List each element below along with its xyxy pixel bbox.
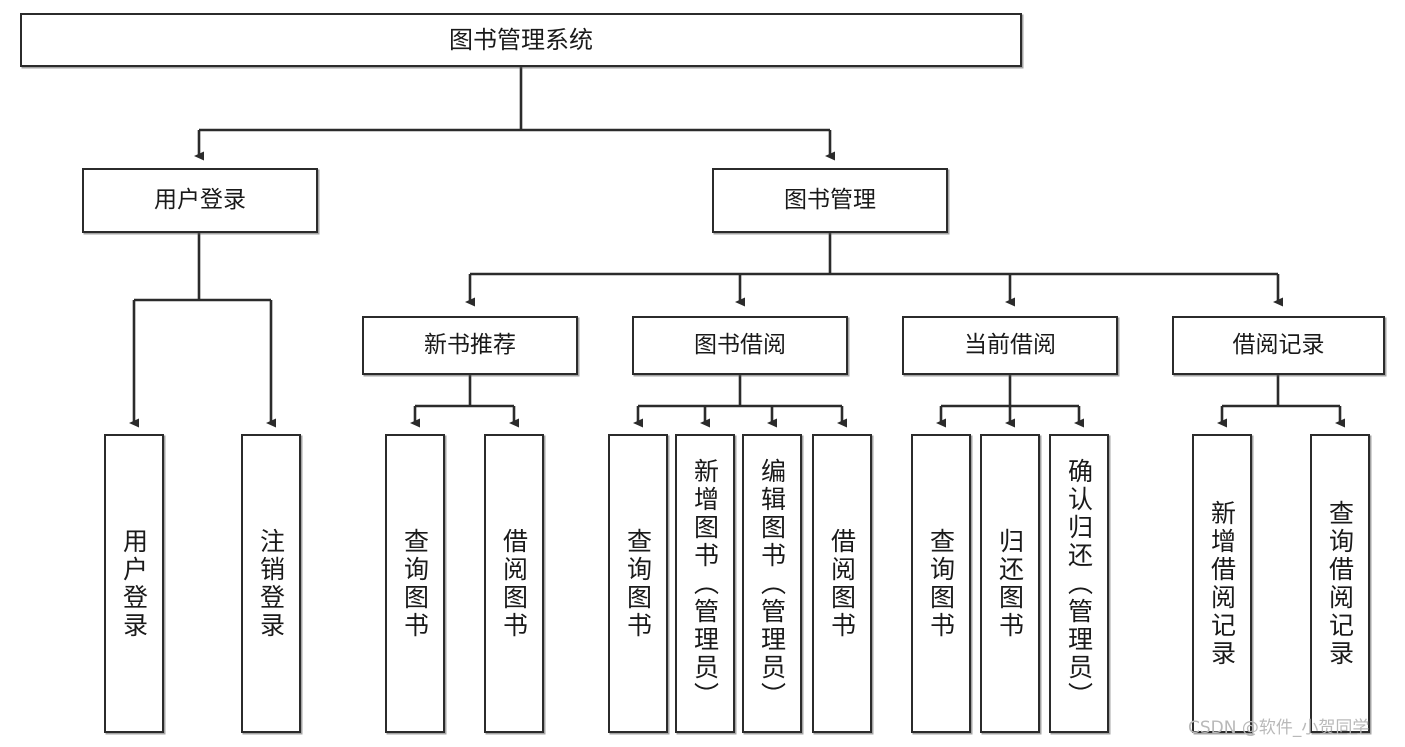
node-label: 确认归还（管理员） bbox=[1064, 457, 1094, 710]
node-new-book-recommend[interactable]: 新书推荐 bbox=[362, 316, 578, 375]
leaf-new-book-borrow[interactable]: 借阅图书 bbox=[484, 434, 544, 733]
node-label: 图书管理系统 bbox=[449, 25, 593, 54]
node-label: 图书借阅 bbox=[694, 331, 786, 358]
leaf-new-book-query[interactable]: 查询图书 bbox=[385, 434, 445, 733]
node-current-borrow[interactable]: 当前借阅 bbox=[902, 316, 1118, 375]
node-label: 查询借阅记录 bbox=[1325, 499, 1355, 668]
node-label: 图书管理 bbox=[784, 186, 876, 213]
leaf-current-query-book[interactable]: 查询图书 bbox=[911, 434, 971, 733]
node-label: 用户登录 bbox=[119, 527, 149, 640]
leaf-borrow-query-book[interactable]: 查询图书 bbox=[608, 434, 668, 733]
node-label: 查询图书 bbox=[400, 527, 430, 640]
leaf-current-confirm-return[interactable]: 确认归还（管理员） bbox=[1049, 434, 1109, 733]
leaf-current-return-book[interactable]: 归还图书 bbox=[980, 434, 1040, 733]
node-label: 归还图书 bbox=[995, 527, 1025, 640]
node-label: 当前借阅 bbox=[964, 331, 1056, 358]
leaf-borrow-add-book[interactable]: 新增图书（管理员） bbox=[675, 434, 735, 733]
node-label: 新增图书（管理员） bbox=[690, 457, 720, 710]
node-label: 借阅记录 bbox=[1232, 331, 1325, 358]
node-label: 查询图书 bbox=[623, 527, 653, 640]
node-label: 编辑图书（管理员） bbox=[757, 457, 787, 710]
leaf-record-query-record[interactable]: 查询借阅记录 bbox=[1310, 434, 1370, 733]
leaf-user-login-login[interactable]: 用户登录 bbox=[104, 434, 164, 733]
node-label: 新增借阅记录 bbox=[1207, 499, 1237, 668]
leaf-record-add-record[interactable]: 新增借阅记录 bbox=[1192, 434, 1252, 733]
node-root[interactable]: 图书管理系统 bbox=[20, 13, 1022, 67]
watermark: CSDN @软件_小贺同学 bbox=[1188, 718, 1370, 738]
node-borrow-record[interactable]: 借阅记录 bbox=[1172, 316, 1385, 375]
node-label: 借阅图书 bbox=[827, 527, 857, 640]
node-label: 借阅图书 bbox=[499, 527, 529, 640]
node-label: 用户登录 bbox=[154, 186, 246, 213]
node-book-borrow[interactable]: 图书借阅 bbox=[632, 316, 848, 375]
node-user-login[interactable]: 用户登录 bbox=[82, 168, 318, 233]
leaf-borrow-edit-book[interactable]: 编辑图书（管理员） bbox=[742, 434, 802, 733]
node-label: 查询图书 bbox=[926, 527, 956, 640]
leaf-borrow-borrow-book[interactable]: 借阅图书 bbox=[812, 434, 872, 733]
node-label: 新书推荐 bbox=[424, 331, 516, 358]
node-label: 注销登录 bbox=[256, 527, 286, 640]
leaf-user-login-logout[interactable]: 注销登录 bbox=[241, 434, 301, 733]
node-book-management[interactable]: 图书管理 bbox=[712, 168, 948, 233]
